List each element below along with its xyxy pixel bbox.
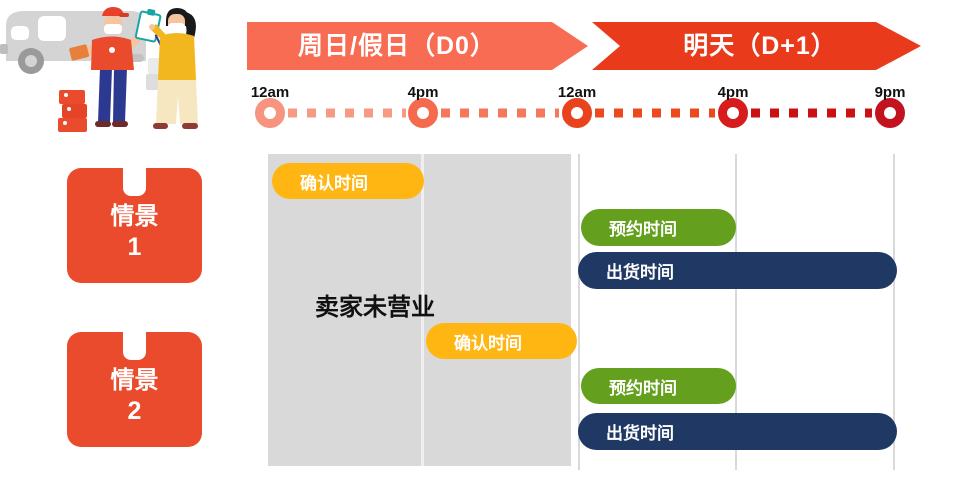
banner-d0-label: 周日/假日（D0） [298,32,496,60]
parcel-notch-icon [123,168,146,196]
scenario-2-badge: 情景 2 [67,332,202,447]
reserve-time-label: 预约时间 [609,220,677,239]
red-parcel-stack-icon [58,90,87,132]
reserve-time-bar-scenario1: 预约时间 [581,209,736,246]
ship-time-label: 出货时间 [606,263,674,282]
reserve-time-label: 预约时间 [609,378,677,398]
scenario-1-label: 情景 [110,203,159,230]
ship-time-bar-scenario2: 出货时间 [578,413,897,450]
gridline-4pm-d1 [735,154,737,470]
tick-label-4pm-d0: 4pm [407,84,439,101]
reserve-time-bar-scenario2: 预约时间 [581,368,736,404]
customer-figure [149,8,198,129]
closed-region-4pm-divider [421,154,424,466]
tick-label-12am-d1: 12am [557,84,597,101]
gridline-9pm-d1 [893,154,895,470]
tick-label-4pm-d1: 4pm [717,84,749,101]
tick-label-12am-d0: 12am [250,84,290,101]
banner-d1-label: 明天（D+1） [683,32,837,60]
scenario-1-badge: 情景 1 [67,168,202,283]
seller-closed-label: 卖家未营业 [315,294,435,321]
scenario-2-label: 情景 [110,367,159,394]
tick-label-9pm-d1: 9pm [874,84,906,101]
parcel-notch-icon [123,332,146,360]
ship-time-bar-scenario1: 出货时间 [578,252,897,289]
timeline-marker-4pm-d1 [718,98,748,128]
timeline-marker-4pm-d0 [408,98,438,128]
timeline-marker-12am-d1 [562,98,592,128]
scenario-1-number: 1 [127,233,142,261]
confirm-time-label: 确认时间 [300,173,368,193]
ship-time-label: 出货时间 [606,424,674,443]
confirm-time-bar-scenario2: 确认时间 [426,323,577,359]
gridline-12am-d1 [578,154,580,470]
delivery-handoff-illustration [0,7,198,132]
confirm-time-label: 确认时间 [454,333,522,353]
timeline-marker-9pm-d1 [875,98,905,128]
scenario-2-number: 2 [127,397,142,425]
confirm-time-bar-scenario1: 确认时间 [272,163,424,199]
seller-closed-region [268,154,571,466]
timeline-marker-12am-d0 [255,98,285,128]
